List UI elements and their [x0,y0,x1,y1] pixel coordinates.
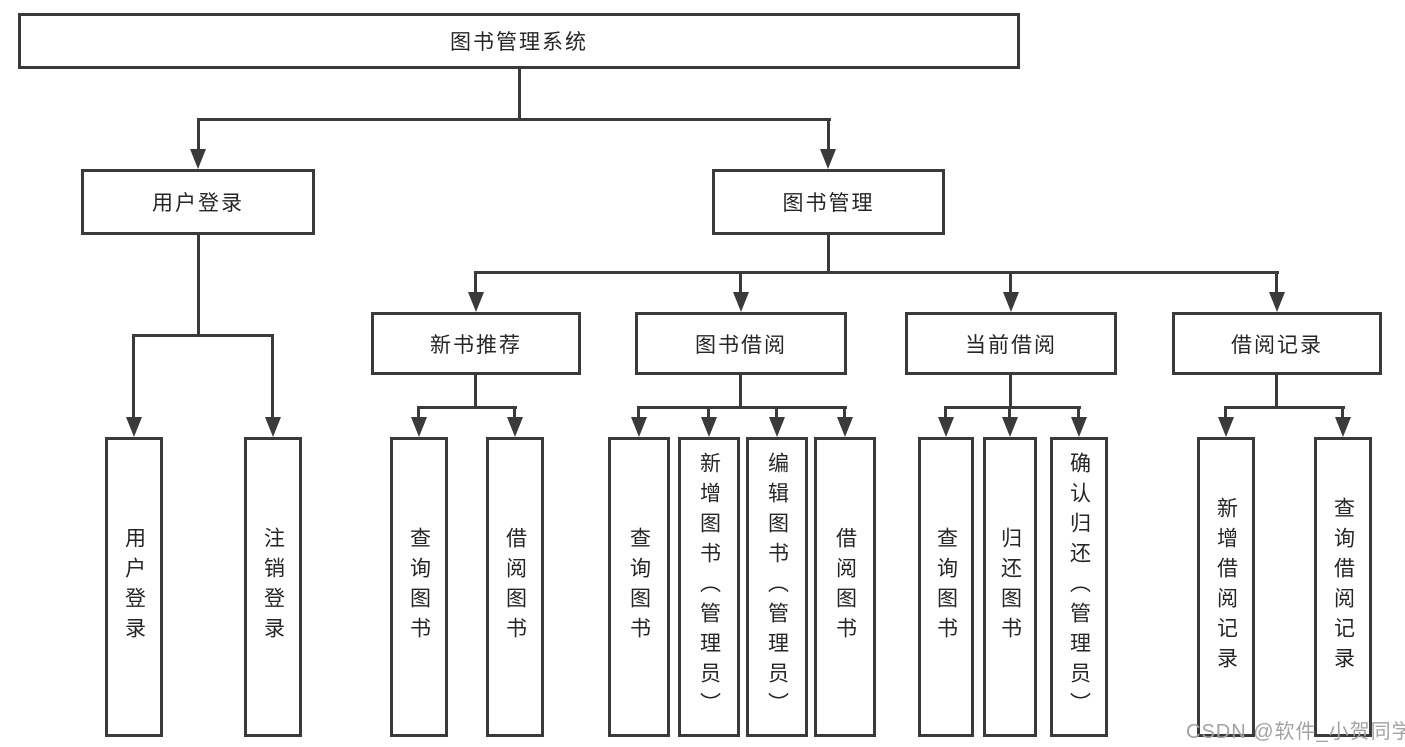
connector-drop [1009,274,1012,294]
arrow-down [190,149,206,169]
arrow-down [820,149,836,169]
connector-drop [417,409,420,418]
arrow-down [1269,292,1285,312]
arrow-down [769,417,785,437]
connector-drop [739,274,742,294]
node-query-books-recommend: 查询图书 [390,437,448,737]
arrow-down [938,417,954,437]
connector-drop [843,409,846,418]
arrow-down [733,292,749,312]
connector-drop [1341,409,1344,418]
connector-book-mgmt-stem [827,235,830,272]
connector-drop [707,409,710,418]
node-label: 用户登录 [122,527,146,647]
arrow-down [1335,417,1351,437]
node-user-login: 用户登录 [81,169,315,235]
connector-drop [132,337,135,418]
node-label: 借阅图书 [833,527,857,647]
node-label: 查询图书 [934,527,958,647]
node-confirm-return-admin: 确认归还（管理员） [1050,437,1108,737]
connector-branch [1224,406,1345,409]
node-query-books-current: 查询图书 [918,437,974,737]
arrow-down [411,417,427,437]
node-current-borrow: 当前借阅 [905,312,1117,375]
connector-drop [1008,409,1011,418]
connector-book-mgmt-branch [474,271,1279,274]
connector-stem [739,375,742,407]
node-label: 注销登录 [261,527,285,647]
node-borrow-books: 借阅图书 [814,437,876,737]
node-label: 用户登录 [152,192,244,215]
arrow-down [701,417,717,437]
arrow-down [1003,292,1019,312]
node-add-books-admin: 新增图书（管理员） [678,437,740,737]
node-book-borrow: 图书借阅 [635,312,847,375]
arrow-down [265,417,281,437]
node-label: 图书管理 [782,192,875,215]
node-label: 新增图书（管理员） [697,452,721,722]
arrow-down [1002,417,1018,437]
node-label: 查询图书 [407,527,431,647]
connector-stem [474,375,477,407]
node-book-management: 图书管理 [712,169,945,235]
arrow-down [837,417,853,437]
node-label: 编辑图书（管理员） [765,452,789,722]
connector-branch [637,406,847,409]
connector-drop [775,409,778,418]
arrow-down [126,417,142,437]
watermark: CSDN @软件_小贺同学 [1186,721,1405,743]
connector-drop [1275,274,1278,294]
connector-drop [513,409,516,418]
connector-stem [1275,375,1278,407]
node-query-borrow-record: 查询借阅记录 [1314,437,1372,737]
node-label: 当前借阅 [965,333,1057,357]
arrow-down [631,417,647,437]
connector-branch [417,406,517,409]
node-label: 新增借阅记录 [1214,497,1238,677]
connector-drop [827,121,830,149]
node-label: 确认归还（管理员） [1067,452,1091,722]
node-label: 新书推荐 [430,333,522,357]
connector-user-login-branch [132,334,274,337]
node-label: 查询借阅记录 [1331,497,1355,677]
connector-drop [1077,409,1080,418]
arrow-down [468,292,484,312]
connector-drop [271,337,274,418]
node-label: 图书借阅 [695,333,787,357]
connector-branch [944,406,1081,409]
node-root-library-management-system: 图书管理系统 [18,13,1020,69]
connector-root-branch [197,118,831,121]
connector-user-login-stem [197,235,200,335]
connector-drop [1224,409,1227,418]
arrow-down [507,417,523,437]
node-label: 借阅记录 [1231,333,1323,357]
node-label: 图书管理系统 [450,31,588,54]
connector-drop [944,409,947,418]
node-label: 归还图书 [998,527,1022,647]
node-add-borrow-record: 新增借阅记录 [1197,437,1255,737]
arrow-down [1218,417,1234,437]
node-edit-books-admin: 编辑图书（管理员） [746,437,808,737]
node-label: 借阅图书 [503,527,527,647]
connector-stem [1009,375,1012,407]
node-borrow-books-recommend: 借阅图书 [486,437,544,737]
connector-drop [637,409,640,418]
arrow-down [1071,417,1087,437]
node-logout-leaf: 注销登录 [244,437,302,737]
node-borrow-records: 借阅记录 [1172,312,1382,375]
connector-drop [474,274,477,294]
connector-drop [197,121,200,149]
node-user-login-leaf: 用户登录 [105,437,163,737]
node-new-book-recommend: 新书推荐 [371,312,581,375]
node-query-books-borrow: 查询图书 [608,437,670,737]
node-return-books: 归还图书 [983,437,1037,737]
connector-root-stem [518,69,521,120]
node-label: 查询图书 [627,527,651,647]
